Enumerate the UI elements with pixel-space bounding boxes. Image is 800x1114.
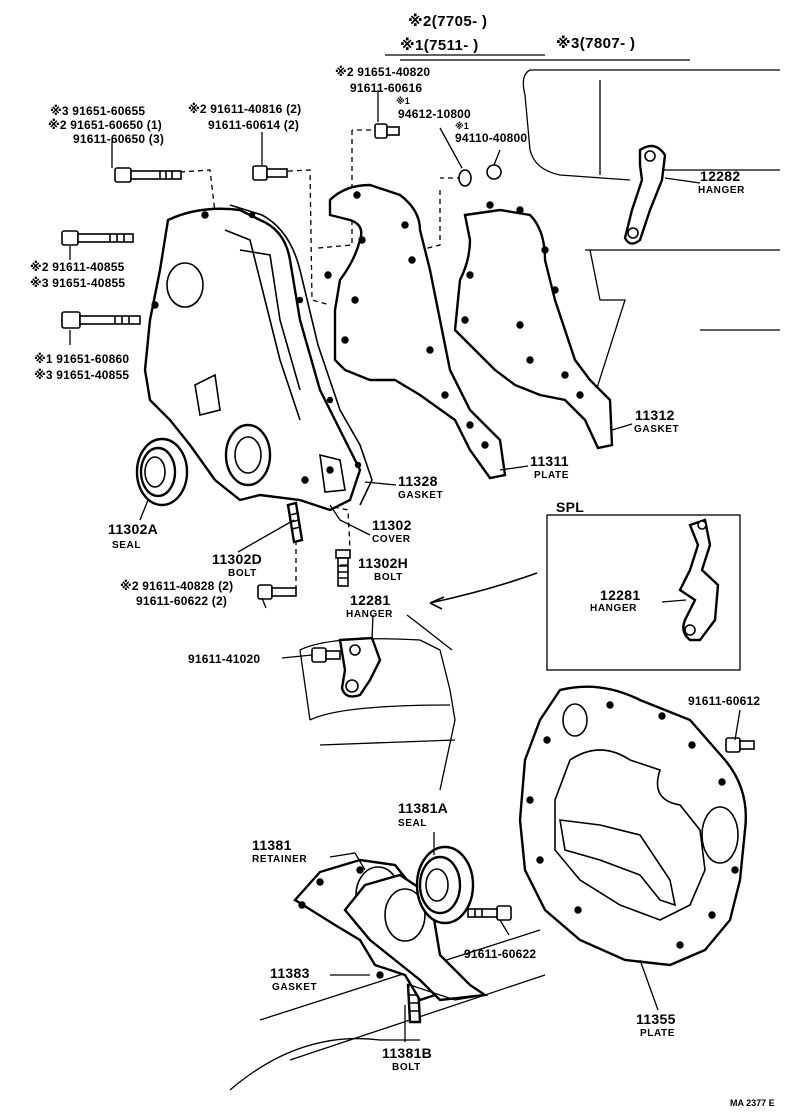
part-11312: 11312 [635,407,675,423]
part-12282: 12282 [700,168,740,184]
part-11381-name: RETAINER [252,854,307,865]
gasket-11383 [343,873,489,1002]
part-11355-name: PLATE [640,1028,675,1039]
label-91611-60622-a: 91611-60622 (2) [136,594,227,608]
bolt-11302H [335,549,351,587]
part-11302-name: COVER [372,534,411,545]
bolt-91611-41020 [311,647,341,663]
bolt-lower-left [61,311,141,329]
label-91611-41020: 91611-41020 [188,652,260,666]
part-number-labels: ※3 91651-60655 ※2 91651-60650 (1) 91611-… [30,65,760,961]
header-line2a: ※1(7511- ) [400,36,479,54]
spl-arrow [429,572,538,604]
label-note-1a: ※1 [396,96,410,106]
bolt-top-center [252,165,288,181]
header-line1: ※2(7705- ) [408,12,487,30]
label-94612-10800: 94612-10800 [398,107,471,121]
part-11302A: 11302A [108,521,158,537]
part-11328: 11328 [398,473,438,489]
part-11311: 11311 [530,453,569,469]
part-12282-name: HANGER [698,185,745,196]
part-11302H: 11302H [358,555,408,571]
washer-icon [458,164,502,187]
label-91611-40828: ※2 91611-40828 (2) [120,579,233,593]
spl-label: SPL [556,499,584,515]
label-91651-40855-a: ※3 91651-40855 [30,276,125,290]
part-11302D: 11302D [212,551,262,567]
bolt-11302D [286,501,304,544]
part-12281-name: HANGER [346,609,393,620]
bolt-91611-60612 [725,737,755,753]
part-11302: 11302 [372,517,412,533]
part-11381B-name: BOLT [392,1062,421,1073]
spl-part-12281: 12281 [600,587,640,603]
part-11381: 11381 [252,837,292,853]
header-labels: ※2(7705- ) ※1(7511- ) ※3(7807- ) [400,12,635,54]
gasket-11312 [453,201,614,450]
label-91611-60612: 91611-60612 [688,694,760,708]
gasket-11328 [229,204,373,506]
spl-part-12281-name: HANGER [590,603,637,614]
figure-reference: MA 2377 E [730,1098,775,1108]
label-91611-40855: ※2 91611-40855 [30,260,125,274]
part-11328-name: GASKET [398,490,443,501]
part-11312-name: GASKET [634,424,679,435]
part-name-labels: 12282 HANGER 11312 GASKET 11311 PLATE 11… [108,168,745,1073]
plate-11355 [518,685,747,967]
bolt-mid-left [61,230,134,246]
spl-arrowhead [429,596,445,610]
seal-11381A [415,845,475,925]
header-line2b: ※3(7807- ) [556,34,635,52]
label-note-1b: ※1 [455,121,469,131]
label-94110-40800: 94110-40800 [455,131,527,145]
part-11381A-name: SEAL [398,818,427,829]
bolt-91611-40828 [257,584,297,600]
bolt-91611-60622 [467,905,512,921]
label-91651-40855-b: ※3 91651-40855 [34,368,129,382]
part-12281: 12281 [350,592,390,608]
bolt-upper-left [114,167,182,183]
part-11302D-name: BOLT [228,568,257,579]
label-91611-40816: ※2 91611-40816 (2) [188,102,301,116]
label-91651-40820: ※2 91651-40820 [335,65,430,79]
label-91651-60655: ※3 91651-60655 [50,104,145,118]
label-91651-60650: ※2 91651-60650 (1) [48,118,162,132]
label-91611-60650: 91611-60650 (3) [73,132,164,146]
part-11383: 11383 [270,965,310,981]
spl-box [546,514,741,671]
part-11381A: 11381A [398,800,448,816]
part-11383-name: GASKET [272,982,317,993]
part-11381B: 11381B [382,1045,432,1061]
seal-11302A [135,437,189,507]
timing-cover-11302 [143,207,362,512]
label-91611-60622-b: 91611-60622 [464,947,536,961]
bolt-plate-top [374,123,400,139]
hanger-12281 [338,636,382,698]
hanger-12282 [623,144,667,245]
leader-lines [69,54,741,1042]
plate-11311 [324,183,507,480]
label-91611-60614: 91611-60614 (2) [208,118,299,132]
part-11302A-name: SEAL [112,540,141,551]
part-11302H-name: BOLT [374,572,403,583]
label-91651-60860: ※1 91651-60860 [34,352,129,366]
label-91611-60616: 91611-60616 [350,81,422,95]
part-11311-name: PLATE [534,470,569,481]
part-11355: 11355 [636,1011,676,1027]
